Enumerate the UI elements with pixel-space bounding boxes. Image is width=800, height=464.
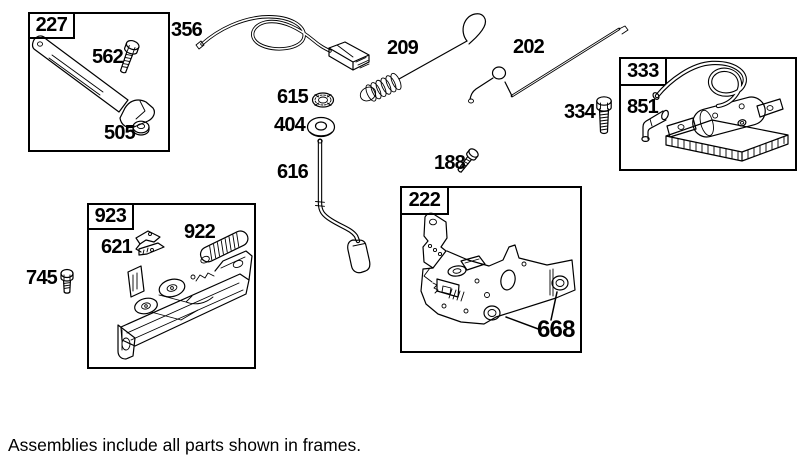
part-label-616: 616 bbox=[277, 161, 309, 183]
part-222-bracket-drawing bbox=[420, 212, 576, 331]
part-label-745: 745 bbox=[26, 267, 58, 289]
frame-label-923: 923 bbox=[87, 203, 134, 230]
frame-label-333: 333 bbox=[619, 57, 667, 86]
part-label-202: 202 bbox=[513, 36, 545, 58]
part-505-nut-drawing bbox=[132, 120, 150, 136]
part-202-link-drawing bbox=[468, 25, 629, 104]
part-label-851: 851 bbox=[627, 96, 659, 118]
part-188-screw-drawing bbox=[457, 148, 479, 173]
caption-text: Assemblies include all parts shown in fr… bbox=[8, 435, 362, 455]
part-label-505: 505 bbox=[104, 122, 136, 144]
part-404-washer-drawing bbox=[306, 116, 336, 138]
frame-333: 333 bbox=[619, 57, 797, 171]
part-label-404: 404 bbox=[274, 114, 306, 136]
frame-label-227: 227 bbox=[28, 12, 75, 39]
part-562-screw-drawing bbox=[119, 39, 140, 74]
part-label-209: 209 bbox=[387, 37, 419, 59]
part-label-334: 334 bbox=[564, 101, 596, 123]
part-562-lever-drawing bbox=[31, 35, 155, 129]
part-333-ignition-coil-drawing bbox=[652, 60, 789, 162]
part-922-spring-drawing bbox=[199, 230, 249, 264]
part-356-cable-drawing bbox=[195, 15, 370, 71]
part-745-screw-drawing bbox=[60, 268, 74, 294]
part-334-screw-drawing bbox=[596, 96, 612, 135]
part-label-615: 615 bbox=[277, 86, 309, 108]
frame-222: 222 bbox=[400, 186, 582, 353]
part-616-rod-drawing bbox=[315, 138, 371, 274]
part-label-922: 922 bbox=[184, 221, 216, 243]
frame-923: 923 bbox=[87, 203, 256, 369]
part-621-clip-drawing bbox=[135, 230, 165, 256]
frame-label-222: 222 bbox=[400, 186, 449, 215]
part-615-grommet-drawing bbox=[311, 92, 335, 108]
part-label-621: 621 bbox=[101, 236, 133, 258]
part-label-188: 188 bbox=[434, 152, 466, 174]
part-923-assembly-drawing bbox=[117, 250, 253, 360]
part-label-562: 562 bbox=[92, 46, 124, 68]
part-209-spring-drawing bbox=[359, 13, 487, 102]
part-label-668: 668 bbox=[537, 316, 575, 343]
frame-227: 227 bbox=[28, 12, 170, 152]
part-851-elbow-drawing bbox=[641, 109, 669, 143]
part-label-356: 356 bbox=[171, 19, 203, 41]
